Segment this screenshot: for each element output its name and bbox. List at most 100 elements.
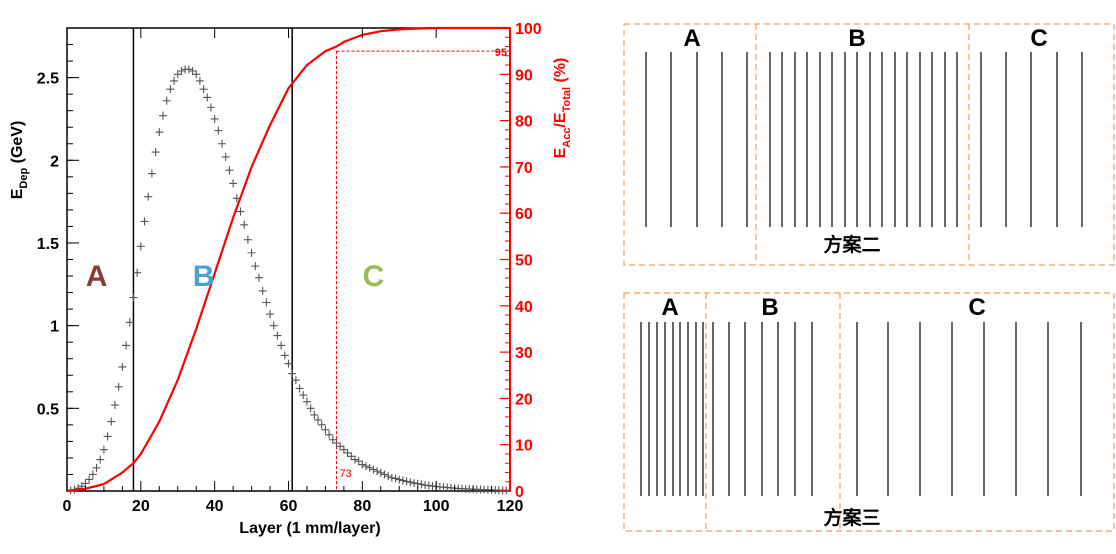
data-point: [118, 362, 127, 371]
data-point: [162, 96, 171, 105]
data-point: [306, 404, 315, 413]
data-point: [147, 169, 156, 178]
data-point: [376, 468, 385, 477]
zone-label-a: A: [86, 260, 108, 293]
y-axis-ticks: 0.511.522.5: [37, 44, 79, 475]
data-point: [114, 382, 123, 391]
data-point: [299, 391, 308, 400]
zone-label-c: C: [363, 260, 385, 293]
energy-deposit-series: [66, 65, 511, 495]
data-point: [129, 293, 138, 302]
y2-axis-label: EAcc/ETotal (%): [552, 58, 573, 159]
data-point: [417, 480, 426, 489]
data-point: [291, 376, 300, 385]
data-point: [221, 152, 230, 161]
data-point: [269, 321, 278, 330]
data-point: [328, 435, 337, 444]
scheme-two-section-b: B: [848, 25, 865, 52]
y2-tick-label: 80: [515, 114, 533, 131]
data-point: [103, 432, 112, 441]
data-point: [395, 475, 404, 484]
data-point: [251, 262, 260, 271]
data-point: [321, 425, 330, 434]
scheme-three-section-b: B: [761, 294, 778, 321]
zone-boundaries: [132, 28, 293, 491]
data-point: [158, 111, 167, 120]
data-point: [107, 417, 116, 426]
data-point: [184, 65, 193, 74]
data-point: [188, 66, 197, 75]
scheme-three-section-c: C: [968, 294, 985, 321]
scheme-two-layers: [645, 52, 1083, 227]
x-tick-label: 0: [63, 498, 72, 515]
data-point: [236, 207, 245, 216]
data-point: [199, 85, 208, 94]
data-point: [122, 341, 131, 350]
y-tick-label: 1: [50, 319, 59, 336]
data-point: [373, 467, 382, 476]
data-point: [284, 359, 293, 368]
data-point: [214, 126, 223, 135]
data-point: [92, 463, 101, 472]
data-point: [203, 93, 212, 102]
scheme-three-caption: 方案三: [823, 506, 880, 529]
x-tick-label: 40: [206, 498, 224, 515]
y-tick-label: 1.5: [37, 236, 59, 253]
data-point: [380, 470, 389, 479]
data-point: [332, 439, 341, 448]
y2-tick-label: 90: [515, 67, 533, 84]
y-axis-label: EDep (GeV): [9, 121, 30, 200]
data-point: [369, 465, 378, 474]
data-point: [314, 415, 323, 424]
x-tick-label: 100: [423, 498, 450, 515]
data-point: [325, 430, 334, 439]
data-point: [144, 192, 153, 201]
data-point: [136, 242, 145, 251]
data-point: [336, 442, 345, 451]
data-point: [391, 474, 400, 483]
data-point: [358, 460, 367, 469]
data-point: [229, 179, 238, 188]
x-tick-label: 60: [280, 498, 298, 515]
y2-tick-label: 60: [515, 206, 533, 223]
data-point: [225, 166, 234, 175]
data-point: [125, 318, 134, 327]
x-tick-label: 120: [497, 498, 524, 515]
data-point: [317, 420, 326, 429]
data-point: [354, 457, 363, 466]
scheme-two-diagram: A B C 方案二: [623, 23, 1115, 266]
y2-tick-label: 40: [515, 299, 533, 316]
x-tick-label: 20: [132, 498, 150, 515]
y2-tick-label: 70: [515, 160, 533, 177]
y2-tick-label: 50: [515, 253, 533, 270]
data-point: [170, 76, 179, 85]
data-point: [247, 248, 256, 257]
x-axis-label: Layer (1 mm/layer): [239, 520, 380, 537]
data-point: [218, 139, 227, 148]
data-point: [295, 384, 304, 393]
data-point: [273, 331, 282, 340]
data-point: [96, 455, 105, 464]
data-point: [177, 66, 186, 75]
data-point: [398, 476, 407, 485]
data-point: [310, 410, 319, 419]
data-point: [387, 473, 396, 482]
scheme-two-caption: 方案二: [823, 233, 880, 256]
data-point: [155, 128, 164, 137]
y-tick-label: 2: [50, 153, 59, 170]
data-point: [302, 397, 311, 406]
y2-tick-label: 30: [515, 345, 533, 362]
data-point: [206, 103, 215, 112]
data-point: [254, 273, 263, 282]
scheme-two-section-c: C: [1030, 25, 1047, 52]
data-point: [110, 401, 119, 410]
data-point: [339, 445, 348, 454]
marker-95-label: 95: [495, 47, 507, 59]
data-point: [195, 76, 204, 85]
